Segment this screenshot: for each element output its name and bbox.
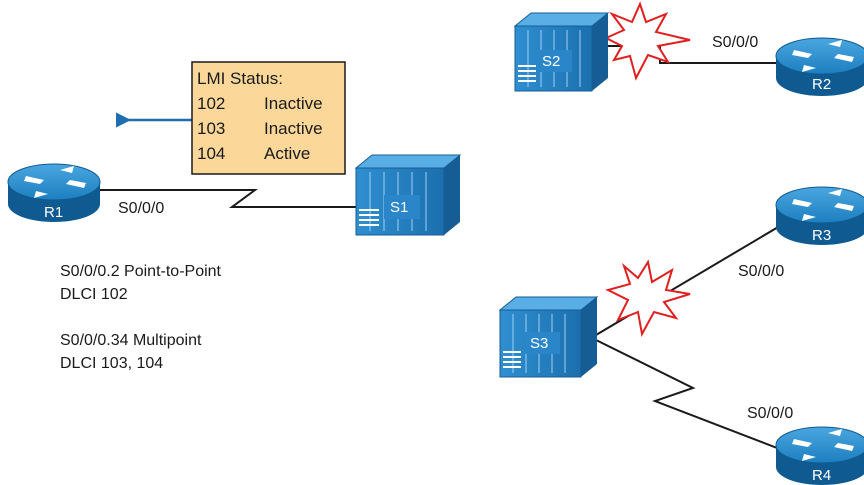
link-r1-s1 bbox=[100, 189, 380, 208]
subinterface-note: S0/0/0.2 Point-to-Point bbox=[60, 263, 222, 280]
frame-relay-switch-icon: S2 bbox=[513, 12, 610, 92]
router-label: R2 bbox=[812, 76, 831, 93]
lmi-dlci: 104 bbox=[197, 144, 225, 163]
interface-label: S0/0/0 bbox=[712, 34, 758, 51]
link-failure-icon bbox=[603, 1, 691, 81]
lmi-dlci: 103 bbox=[197, 119, 225, 138]
router-icon: R4 bbox=[775, 426, 864, 485]
lmi-status-box bbox=[191, 61, 346, 175]
interface-label: S0/0/0 bbox=[118, 200, 164, 217]
lmi-status: Active bbox=[264, 144, 310, 163]
subinterface-note: DLCI 103, 104 bbox=[60, 355, 163, 372]
router-icon: R1 bbox=[7, 163, 101, 222]
router-label: R1 bbox=[44, 204, 63, 221]
router-icon: R3 bbox=[775, 186, 864, 245]
router-icon: R2 bbox=[775, 37, 864, 96]
switch-label: S3 bbox=[530, 335, 548, 352]
switch-label: S2 bbox=[542, 53, 560, 70]
subinterface-note: S0/0/0.34 Multipoint bbox=[60, 332, 202, 349]
lmi-dlci: 102 bbox=[197, 94, 225, 113]
lmi-status: Inactive bbox=[264, 94, 323, 113]
interface-label: S0/0/0 bbox=[747, 405, 793, 422]
switch-label: S1 bbox=[390, 199, 408, 216]
frame-relay-switch-icon: S1 bbox=[354, 154, 462, 236]
lmi-status: Inactive bbox=[264, 119, 323, 138]
subinterface-note: DLCI 102 bbox=[60, 286, 128, 303]
link-s3-r4 bbox=[595, 339, 791, 454]
router-label: R4 bbox=[812, 467, 831, 484]
router-label: R3 bbox=[812, 227, 831, 244]
link-failure-icon bbox=[605, 259, 691, 337]
interface-label: S0/0/0 bbox=[738, 263, 784, 280]
frame-relay-switch-icon: S3 bbox=[498, 296, 599, 378]
lmi-title: LMI Status: bbox=[197, 69, 283, 88]
